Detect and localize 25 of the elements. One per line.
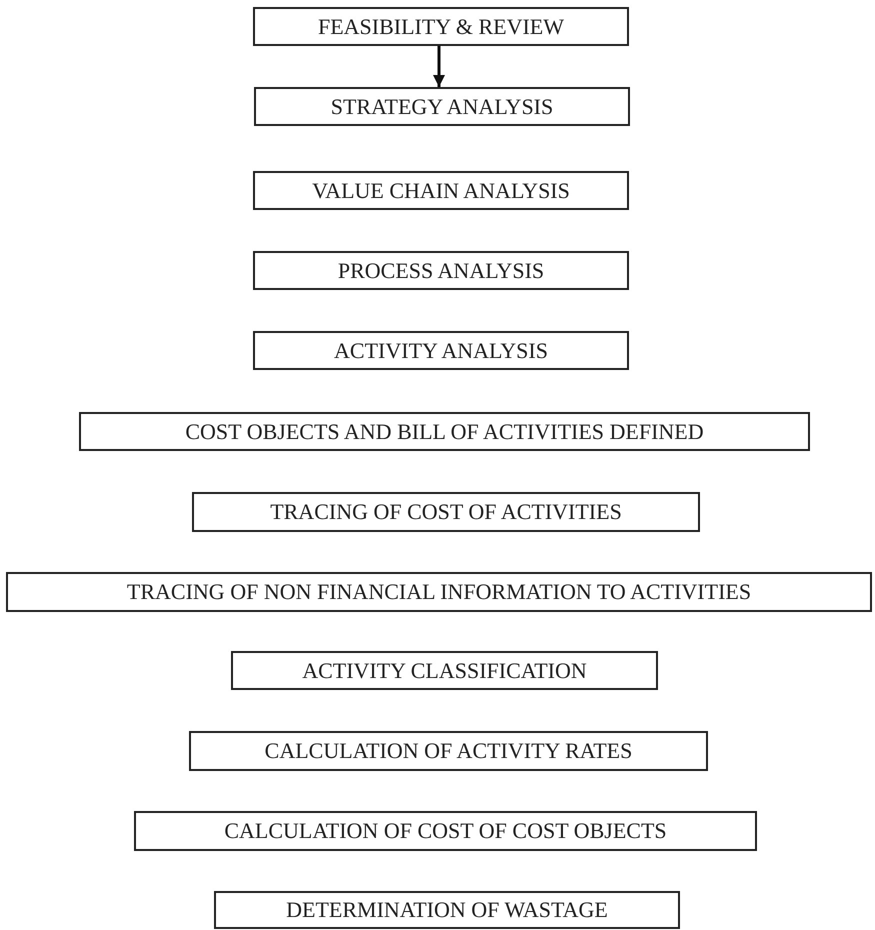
- process-box: [6, 572, 872, 612]
- box-label: FEASIBILITY & REVIEW: [318, 14, 564, 40]
- box-label: ACTIVITY ANALYSIS: [334, 338, 548, 364]
- process-box: [192, 492, 700, 532]
- box-label: COST OBJECTS AND BILL OF ACTIVITIES DEFINED: [185, 418, 704, 444]
- box-label: TRACING OF COST OF ACTIVITIES: [270, 499, 622, 525]
- box-label: PROCESS ANALYSIS: [338, 258, 544, 284]
- process-box: [253, 251, 629, 290]
- process-box: [253, 331, 629, 370]
- box-label: CALCULATION OF COST OF COST OBJECTS: [224, 818, 667, 844]
- box-label: VALUE CHAIN ANALYSIS: [312, 178, 570, 204]
- box-label: STRATEGY ANALYSIS: [330, 94, 554, 120]
- process-box: [79, 412, 810, 451]
- process-box: [253, 7, 629, 46]
- process-box: [231, 651, 658, 690]
- process-box: [189, 731, 708, 771]
- box-label: TRACING OF NON FINANCIAL INFORMATION TO ACTIVITIES: [126, 579, 752, 605]
- arrow: [433, 46, 445, 87]
- process-box: [134, 811, 757, 851]
- box-label: CALCULATION OF ACTIVITY RATES: [264, 738, 632, 764]
- process-box: [254, 87, 630, 126]
- box-label: ACTIVITY CLASSIFICATION: [302, 658, 587, 684]
- process-box: [214, 891, 680, 929]
- process-box: [253, 171, 629, 210]
- box-label: DETERMINATION OF WASTAGE: [286, 897, 608, 923]
